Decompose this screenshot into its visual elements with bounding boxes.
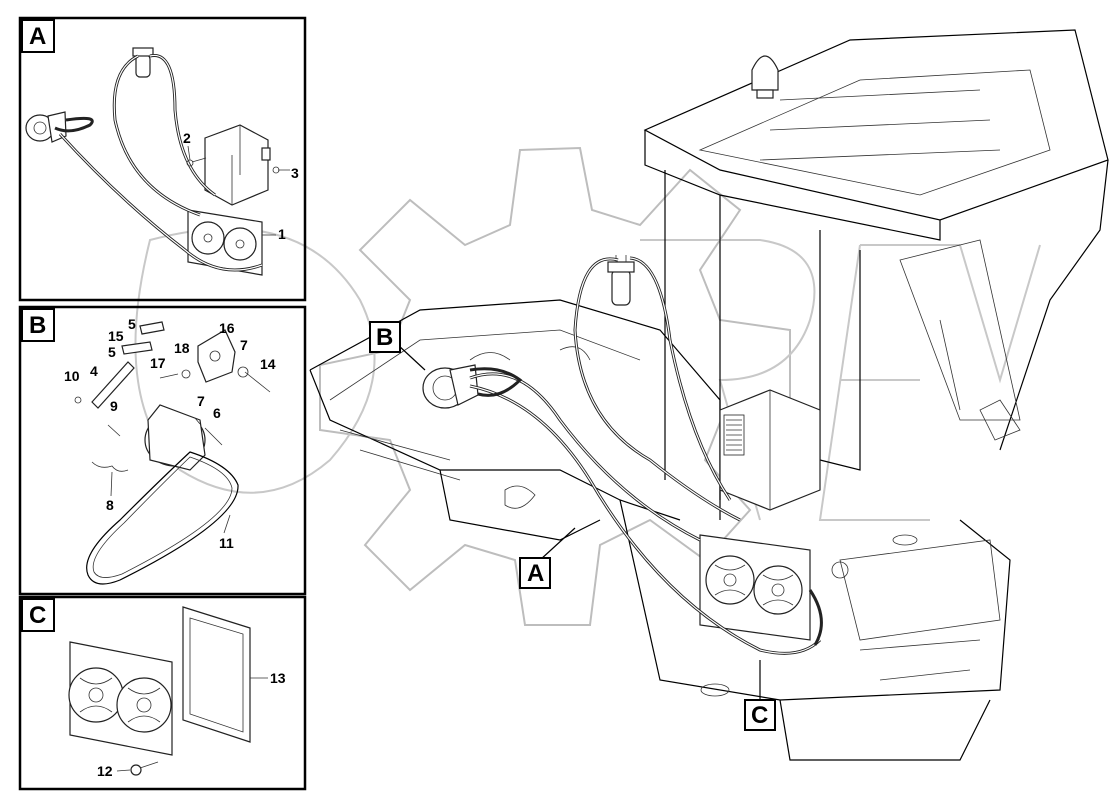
panel-b-callout-5b: 5 xyxy=(108,344,116,360)
panel-b-callout-6: 6 xyxy=(213,405,221,421)
panel-b-callout-11: 11 xyxy=(219,535,234,551)
main-label-a: A xyxy=(519,527,576,589)
panel-a: A 2 3 1 xyxy=(18,16,307,302)
panel-b-callout-4: 4 xyxy=(90,363,98,379)
watermark-gear xyxy=(319,146,791,626)
panel-c-letter: C xyxy=(29,602,46,629)
panel-b-callout-16: 16 xyxy=(219,320,235,336)
main-label-a-text: A xyxy=(527,560,544,587)
panel-a-letter: A xyxy=(29,23,46,50)
panel-b-letter: B xyxy=(29,312,46,339)
panel-b-callout-7b: 7 xyxy=(197,393,205,409)
panel-b-callout-9: 9 xyxy=(110,398,118,414)
main-label-c: C xyxy=(744,660,776,731)
panel-a-callout-2: 2 xyxy=(183,130,191,146)
panel-b-callout-5a: 5 xyxy=(128,316,136,332)
panel-b-callout-8: 8 xyxy=(106,497,114,513)
panel-b-callout-10: 10 xyxy=(64,368,80,384)
panel-c-callout-13: 13 xyxy=(270,670,286,686)
main-label-c-text: C xyxy=(751,702,768,729)
panel-a-callout-3: 3 xyxy=(291,165,299,181)
main-label-b: B xyxy=(369,321,426,371)
panel-b-callout-17: 17 xyxy=(150,355,166,371)
panel-c-callout-12: 12 xyxy=(97,763,113,779)
panel-b-callout-15: 15 xyxy=(108,328,124,344)
panel-c: C 13 12 xyxy=(18,595,307,791)
panel-b-callout-14: 14 xyxy=(260,356,276,372)
panel-b-callout-7a: 7 xyxy=(240,337,248,353)
main-label-b-text: B xyxy=(376,324,393,351)
panel-b: B 15 5 5 16 7 18 17 10 4 14 9 7 6 xyxy=(18,305,307,596)
panel-a-callout-1: 1 xyxy=(278,226,286,242)
machine-main-view xyxy=(309,29,1109,761)
panel-b-callout-18: 18 xyxy=(174,340,190,356)
